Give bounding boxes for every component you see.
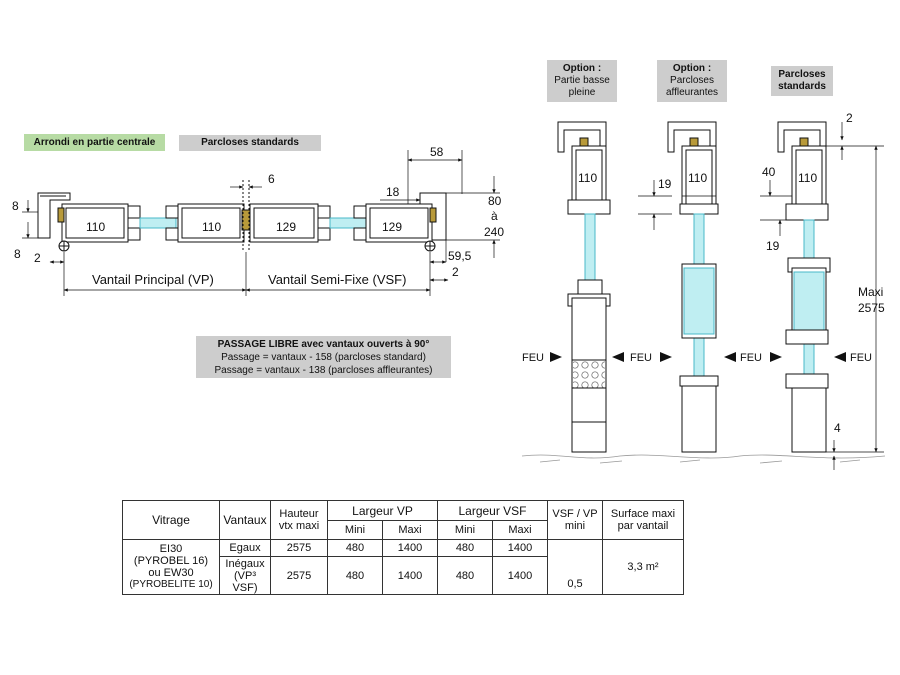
dim-a: à — [491, 209, 498, 223]
dim-leaf-vp-1: 110 — [86, 220, 105, 234]
cell-vantaux-1a: Inégaux — [225, 557, 265, 570]
cell-surface: 3,3 m² — [602, 539, 684, 595]
dim-bottom-4: 4 — [834, 421, 841, 435]
th-largeur-vp: Largeur VP — [327, 500, 438, 521]
cell-vantaux-0: Egaux — [219, 539, 271, 557]
th-vitrage: Vitrage — [122, 500, 220, 540]
passage-line2: Passage = vantaux - 138 (parcloses affle… — [214, 365, 433, 376]
th-ratio-1: VSF / VP — [552, 508, 598, 520]
cell-vp-maxi-0: 1400 — [382, 539, 438, 557]
cell-hauteur-1: 2575 — [270, 556, 328, 595]
dim-2-left: 2 — [34, 251, 41, 265]
ground-line — [521, 454, 886, 464]
cell-vsf-maxi-0: 1400 — [492, 539, 548, 557]
cell-ratio: 0,5 — [547, 539, 603, 595]
dim-s3-19: 19 — [766, 239, 780, 253]
cell-vitrage-1: EI30 — [159, 543, 183, 555]
feu-label-3: FEU — [740, 352, 762, 364]
tag-option-affleurantes-line2: Parcloses — [670, 75, 714, 86]
tag-parcloses-coupe-line2: standards — [778, 81, 826, 92]
th-vsf-mini: Mini — [437, 520, 493, 540]
passage-title: PASSAGE LIBRE avec vantaux ouverts à 90° — [217, 339, 430, 350]
cell-vp-maxi-1: 1400 — [382, 556, 438, 595]
dim-leaf-vsf-2: 129 — [382, 220, 402, 234]
cell-vitrage-4: (PYROBELITE 10) — [129, 579, 213, 590]
dim-maxi-label: Maxi — [858, 285, 883, 299]
th-ratio-2: mini — [564, 520, 586, 532]
dim-s3-110: 110 — [798, 171, 817, 185]
cell-vantaux-1b: (VP³ VSF) — [232, 569, 258, 594]
tag-parcloses-plan: Parcloses standards — [179, 135, 321, 151]
cell-hauteur-0: 2575 — [270, 539, 328, 557]
tag-parcloses-coupe: Parcloses standards — [771, 66, 833, 96]
dim-maxi-value: 2575 — [858, 301, 885, 315]
tag-parcloses-coupe-line1: Parcloses — [778, 69, 826, 80]
th-vp-maxi: Maxi — [382, 520, 438, 540]
cell-vsf-mini-0: 480 — [437, 539, 493, 557]
section-standards — [760, 121, 884, 470]
section-basse-pleine — [557, 121, 672, 453]
feu-label-1: FEU — [522, 352, 544, 364]
label-vp: Vantail Principal (VP) — [92, 272, 214, 287]
cell-vitrage-2: (PYROBEL 16) — [133, 555, 209, 567]
cell-vantaux-1: Inégaux(VP³ VSF) — [219, 556, 271, 595]
feu-arrows — [550, 352, 846, 362]
dim-leaf-vp-2: 110 — [202, 220, 221, 234]
plan-view — [22, 150, 500, 296]
dim-s3-2: 2 — [846, 111, 853, 125]
tag-option-basse: Option : Partie basse pleine — [547, 60, 617, 102]
tag-option-affleurantes-line3: affleurantes — [665, 87, 719, 98]
dim-s1-110: 110 — [578, 171, 597, 185]
tag-arrondi: Arrondi en partie centrale — [24, 134, 165, 151]
dim-2-right: 2 — [452, 265, 459, 279]
th-vp-mini: Mini — [327, 520, 383, 540]
table-row: EI30 (PYROBEL 16) ou EW30 (PYROBELITE 10… — [122, 539, 684, 595]
tag-option-basse-line1: Option : — [562, 63, 602, 74]
th-hauteur-1: Hauteur — [279, 508, 319, 520]
th-vsf-maxi: Maxi — [492, 520, 548, 540]
th-hauteur-2: vtx maxi — [278, 520, 320, 532]
section-affleurantes — [667, 121, 719, 453]
dim-8-bottom: 8 — [14, 247, 21, 261]
dim-80: 80 — [488, 194, 502, 208]
tag-option-basse-line2: Partie basse — [554, 75, 610, 86]
dim-s2-110: 110 — [688, 171, 707, 185]
cell-vsf-maxi-1: 1400 — [492, 556, 548, 595]
cell-vp-mini-0: 480 — [327, 539, 383, 557]
cell-vitrage-3: ou EW30 — [148, 567, 194, 579]
feu-label-2: FEU — [630, 352, 652, 364]
th-largeur-vsf: Largeur VSF — [437, 500, 548, 521]
th-surface-1: Surface maxi — [610, 508, 676, 520]
dim-6: 6 — [268, 172, 275, 186]
passage-line1: Passage = vantaux - 158 (parcloses stand… — [221, 352, 426, 363]
feu-label-4: FEU — [850, 352, 872, 364]
table-row: Inégaux(VP³ VSF) 2575 480 1400 480 1400 — [123, 556, 684, 595]
dim-s1-19: 19 — [658, 177, 672, 191]
passage-libre-box: PASSAGE LIBRE avec vantaux ouverts à 90°… — [196, 336, 451, 378]
dim-8-top: 8 — [12, 199, 19, 213]
dim-leaf-vsf-1: 129 — [276, 220, 296, 234]
dim-240: 240 — [484, 225, 504, 239]
label-vsf: Vantail Semi-Fixe (VSF) — [268, 272, 406, 287]
tag-option-affleurantes-line1: Option : — [672, 63, 712, 74]
th-vantaux: Vantaux — [219, 500, 271, 540]
tag-option-affleurantes: Option : Parcloses affleurantes — [657, 60, 727, 102]
tag-option-basse-line3: pleine — [568, 87, 596, 98]
dim-18: 18 — [386, 185, 400, 199]
th-surface-2: par vantail — [617, 520, 669, 532]
dim-58: 58 — [430, 145, 444, 159]
cell-vitrage: EI30 (PYROBEL 16) ou EW30 (PYROBELITE 10… — [122, 539, 220, 595]
cell-vp-mini-1: 480 — [327, 556, 383, 595]
dim-59-5: 59,5 — [448, 249, 472, 263]
dim-s3-40: 40 — [762, 165, 776, 179]
cell-vsf-mini-1: 480 — [437, 556, 493, 595]
